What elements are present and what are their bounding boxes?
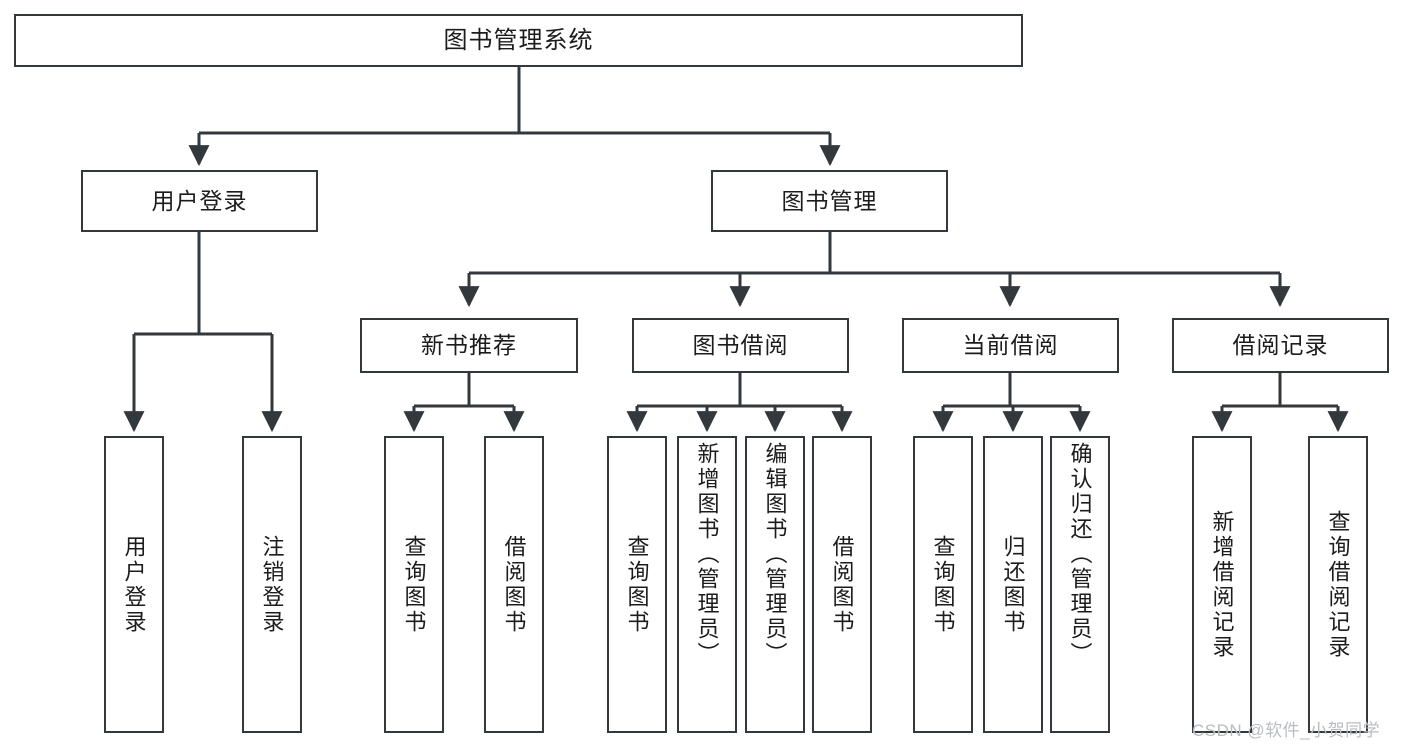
node-leaf-query-book-1[interactable]: 查询图书 (384, 436, 444, 733)
node-leaf-borrow-book-1-label: 借阅图书 (501, 534, 527, 635)
node-leaf-confirm-return-label: 确认归还（管理员） (1067, 442, 1093, 667)
node-root-system[interactable]: 图书管理系统 (14, 14, 1023, 67)
node-leaf-query-book-2-label: 查询图书 (624, 534, 650, 635)
node-root-system-label: 图书管理系统 (443, 26, 594, 54)
node-leaf-query-book-1-label: 查询图书 (401, 534, 427, 635)
node-leaf-confirm-return[interactable]: 确认归还（管理员） (1050, 436, 1110, 733)
node-new-book-recommend-label: 新书推荐 (421, 332, 517, 359)
node-current-borrow[interactable]: 当前借阅 (902, 318, 1119, 373)
node-current-borrow-label: 当前借阅 (962, 332, 1059, 359)
node-leaf-query-borrow-record-label: 查询借阅记录 (1325, 509, 1351, 660)
node-leaf-return-book-label: 归还图书 (1000, 534, 1026, 635)
node-new-book-recommend[interactable]: 新书推荐 (360, 318, 578, 373)
node-book-borrow-label: 图书借阅 (692, 332, 789, 359)
node-borrow-record[interactable]: 借阅记录 (1172, 318, 1389, 373)
node-leaf-user-login-label: 用户登录 (121, 534, 147, 635)
node-leaf-query-book-3-label: 查询图书 (930, 534, 956, 635)
node-leaf-logout-login[interactable]: 注销登录 (242, 436, 302, 733)
csdn-watermark: CSDN @软件_小贺同学 (1192, 721, 1381, 740)
node-leaf-query-book-2[interactable]: 查询图书 (607, 436, 667, 733)
node-user-login-label: 用户登录 (151, 187, 248, 214)
node-user-login[interactable]: 用户登录 (81, 170, 318, 232)
node-book-management-label: 图书管理 (781, 187, 878, 214)
node-borrow-record-label: 借阅记录 (1232, 332, 1329, 359)
node-leaf-edit-book[interactable]: 编辑图书（管理员） (745, 436, 805, 733)
node-leaf-query-book-3[interactable]: 查询图书 (913, 436, 973, 733)
node-leaf-borrow-book-2-label: 借阅图书 (829, 534, 855, 635)
node-leaf-query-borrow-record[interactable]: 查询借阅记录 (1308, 436, 1368, 733)
node-book-management[interactable]: 图书管理 (711, 170, 948, 232)
node-leaf-borrow-book-1[interactable]: 借阅图书 (484, 436, 544, 733)
node-leaf-add-borrow-record[interactable]: 新增借阅记录 (1192, 436, 1252, 733)
node-leaf-add-borrow-record-label: 新增借阅记录 (1209, 509, 1235, 660)
node-leaf-add-book-label: 新增图书（管理员） (694, 442, 720, 667)
node-leaf-borrow-book-2[interactable]: 借阅图书 (812, 436, 872, 733)
node-leaf-user-login[interactable]: 用户登录 (104, 436, 164, 733)
node-leaf-edit-book-label: 编辑图书（管理员） (762, 442, 788, 667)
node-leaf-add-book[interactable]: 新增图书（管理员） (677, 436, 737, 733)
node-leaf-return-book[interactable]: 归还图书 (983, 436, 1043, 733)
node-book-borrow[interactable]: 图书借阅 (632, 318, 849, 373)
node-leaf-logout-login-label: 注销登录 (259, 534, 285, 635)
